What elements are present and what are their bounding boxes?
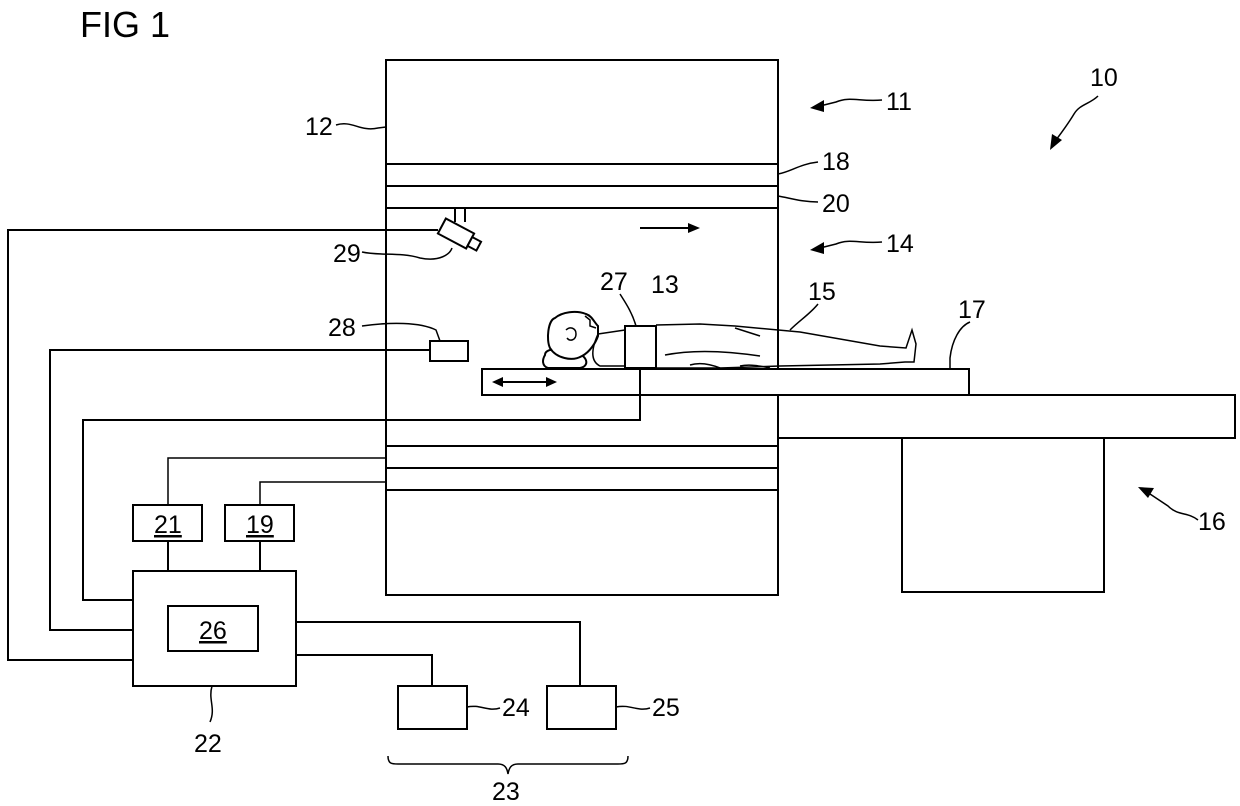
display-box xyxy=(398,686,467,729)
main-magnet-top xyxy=(386,60,778,164)
label-evaluation-unit: 26 xyxy=(199,617,227,645)
gradient-coil-bottom xyxy=(386,468,778,490)
patient-support xyxy=(482,369,1235,592)
sensor xyxy=(430,341,468,361)
label-bore: 14 xyxy=(886,230,914,258)
support-base xyxy=(902,438,1104,592)
patient-figure xyxy=(543,312,916,368)
label-table: 17 xyxy=(958,296,986,324)
input-box xyxy=(547,686,616,729)
label-direction: 13 xyxy=(651,271,679,299)
direction-arrow xyxy=(640,223,700,233)
label-display: 24 xyxy=(502,694,530,722)
figure-title: FIG 1 xyxy=(80,4,170,45)
label-rf-control: 21 xyxy=(154,511,182,539)
label-camera: 29 xyxy=(333,240,361,268)
label-gradient-coil: 18 xyxy=(822,148,850,176)
gradient-coil-top xyxy=(386,164,778,186)
patient-body xyxy=(656,324,916,368)
label-patient: 15 xyxy=(808,278,836,306)
connection-lines xyxy=(8,230,640,686)
label-input: 25 xyxy=(652,694,680,722)
local-coil xyxy=(625,326,656,368)
label-user-interface: 23 xyxy=(492,778,520,806)
label-sensor: 28 xyxy=(328,314,356,342)
label-gradient-control: 19 xyxy=(246,511,274,539)
support-beam xyxy=(778,395,1235,438)
camera xyxy=(438,208,483,253)
rf-antenna-bottom xyxy=(386,446,778,468)
label-system-control: 22 xyxy=(194,730,222,758)
user-interface-brace xyxy=(388,756,628,774)
label-patient-support: 16 xyxy=(1198,508,1226,536)
label-magnet-unit: 11 xyxy=(886,88,912,116)
rf-antenna-top xyxy=(386,186,778,208)
label-main-magnet: 12 xyxy=(305,113,333,141)
label-device: 10 xyxy=(1090,64,1118,92)
label-local-coil: 27 xyxy=(600,268,628,296)
main-magnet-bottom xyxy=(386,490,778,595)
patient-head xyxy=(548,312,598,359)
label-rf-antenna: 20 xyxy=(822,190,850,218)
